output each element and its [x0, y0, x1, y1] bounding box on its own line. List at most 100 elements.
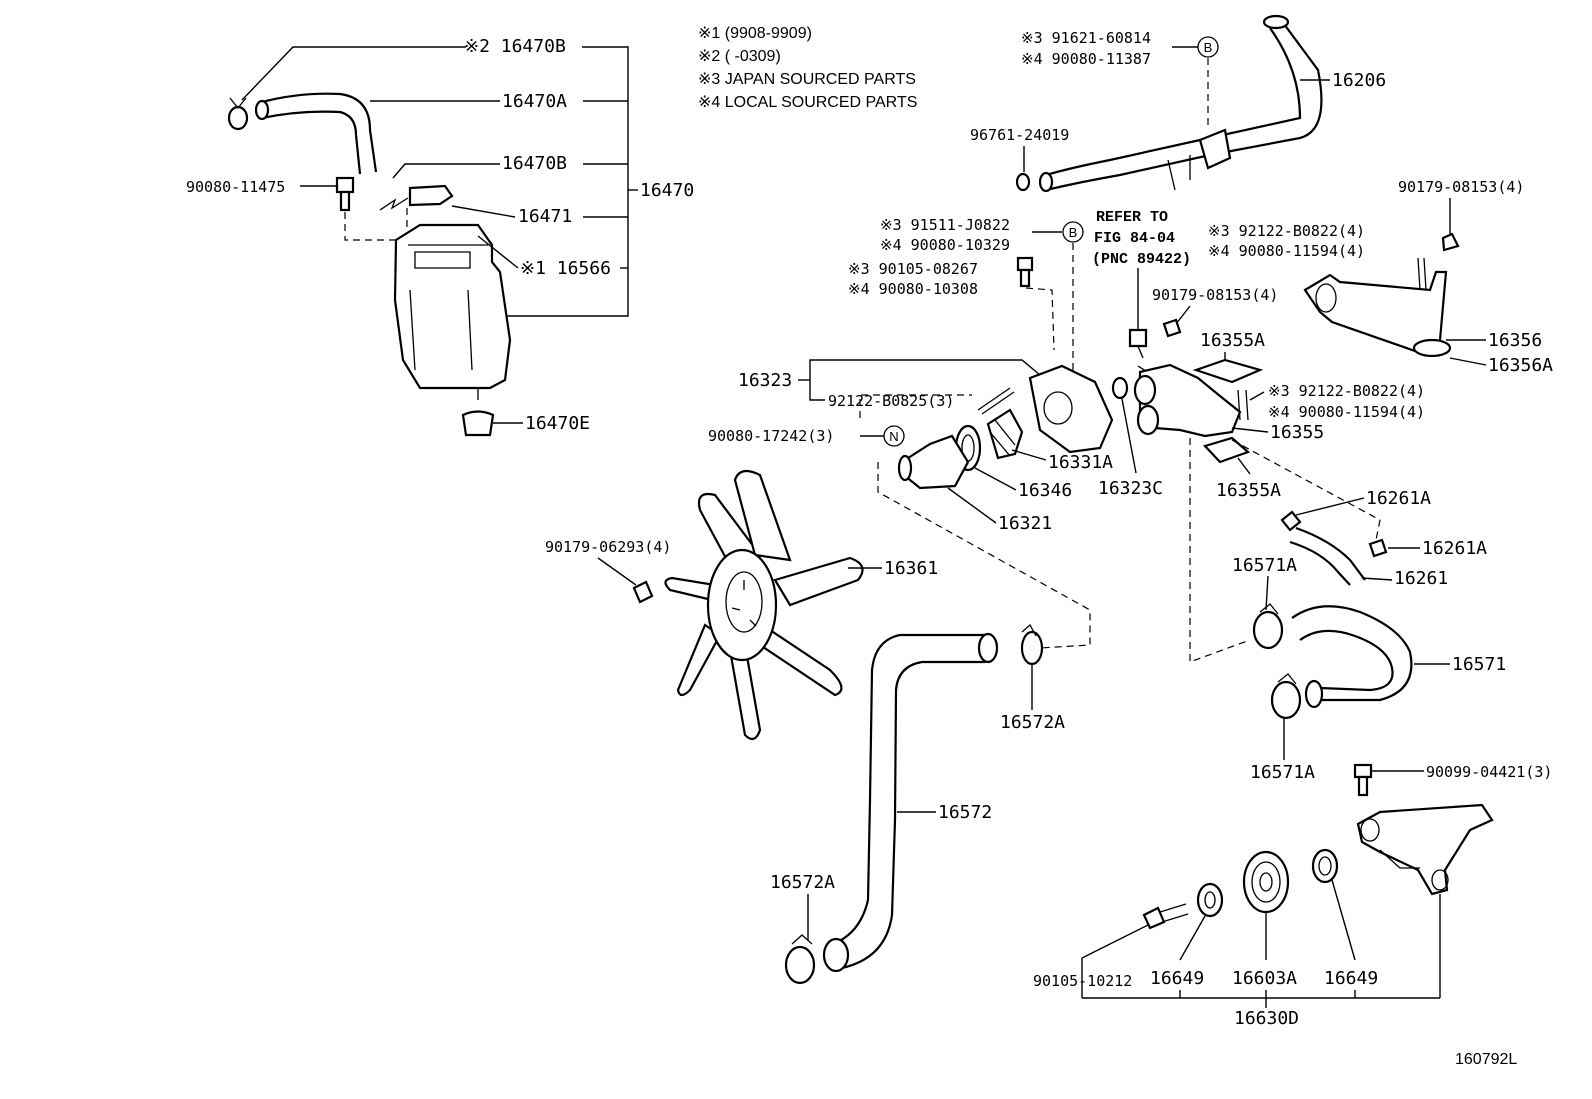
- bolt-90105-10212-shank: [1159, 903, 1189, 923]
- label-16471: 16471: [518, 206, 572, 227]
- label-91621: ※3 91621-60814: [1021, 29, 1151, 47]
- label-16571a-bot: 16571A: [1250, 762, 1315, 783]
- label-90179-08153-r: 90179-08153(4): [1398, 178, 1524, 196]
- label-90080-11594-top: ※4 90080-11594(4): [1208, 242, 1365, 260]
- hose-16572-group: 16572 16572A 16572A: [770, 623, 1065, 985]
- label-90080-10308: ※4 90080-10308: [848, 280, 978, 298]
- notes-block: ※1 (9908-9909) ※2 ( -0309) ※3 JAPAN SOUR…: [698, 25, 917, 111]
- stud-92122: [977, 387, 1015, 415]
- clamp-16572a-top-tab: [1021, 623, 1037, 637]
- leader-92122-b0825: [809, 382, 825, 401]
- clamp-16572a-bot-tab: [791, 934, 813, 945]
- clamp-16261a-r: [1368, 538, 1388, 558]
- hose-clip-tab: [229, 97, 247, 110]
- clamp-16261a-top: [1280, 510, 1302, 532]
- pulley-16603a-part: [1242, 850, 1290, 914]
- label-16572a-top: 16572A: [1000, 712, 1065, 733]
- leader-16649-l: [1179, 915, 1206, 961]
- dash-16355-to-16261a: [1231, 439, 1381, 541]
- gasket-16355a-bot: [1202, 436, 1251, 464]
- bolt-90105-head: [1016, 256, 1034, 272]
- dash-16355-to-16571a: [1189, 438, 1251, 663]
- pipe-16206-part: [1045, 27, 1302, 177]
- bracket-hole-1: [1360, 818, 1380, 842]
- label-16261: 16261: [1394, 568, 1448, 589]
- ref-b-top-text: B: [1204, 40, 1213, 55]
- bypass-pipe-16356: [1303, 270, 1448, 354]
- sensor-part: [1128, 328, 1148, 348]
- bolt-90099-shank: [1357, 775, 1369, 797]
- housing-16323-part: [1028, 364, 1114, 454]
- fan-hub-holes: [731, 580, 757, 627]
- hose-16571-outer: [1291, 605, 1413, 702]
- fan-blade-6: [676, 623, 722, 697]
- figure-id: 160792L: [1455, 1051, 1517, 1068]
- spacer-16649-left: [1196, 882, 1224, 918]
- leader-16470b-mid: [392, 163, 500, 179]
- bolt-90099-head: [1353, 763, 1373, 779]
- label-16470e: 16470E: [525, 413, 590, 434]
- leader-16356a: [1449, 357, 1487, 366]
- label-16355a-bot: 16355A: [1216, 480, 1281, 501]
- fan-hub-part: [706, 548, 778, 662]
- outlet-pipe-group: ※3 91621-60814 ※4 90080-11387 B 16206 96…: [970, 14, 1386, 193]
- bracket-16470: [412, 46, 629, 317]
- idler-bracket-part: [1356, 803, 1494, 896]
- label-90080-10329: ※4 90080-10329: [880, 236, 1010, 254]
- note-4: ※4 LOCAL SOURCED PARTS: [698, 94, 917, 111]
- ref-circle-b-top: [1197, 36, 1219, 58]
- o-ring-16323c: [1111, 376, 1129, 400]
- clamp-16572a-bot: [784, 945, 816, 985]
- bypass-port: [1315, 283, 1337, 313]
- hose-16470a-part: [261, 92, 378, 173]
- leader-16566: [477, 235, 519, 269]
- label-90105-10212: 90105-10212: [1033, 972, 1132, 990]
- tank-ribs: [409, 289, 473, 371]
- leader-16649-r: [1331, 879, 1356, 961]
- bracket-16323: [809, 359, 1041, 382]
- gasket-16355a-top: [1192, 358, 1264, 384]
- label-92122-mid: ※3 92122-B0822(4): [1268, 382, 1425, 400]
- label-16649-r: 16649: [1324, 968, 1378, 989]
- leader-16321: [947, 487, 997, 524]
- note-3: ※3 JAPAN SOURCED PARTS: [698, 71, 916, 88]
- refer-line-2: FIG 84-04: [1094, 230, 1175, 247]
- label-16323: 16323: [738, 370, 792, 391]
- cap-16471-part: [408, 184, 454, 207]
- hose-16572-end-bot: [822, 937, 850, 973]
- hose-16571-end: [1304, 679, 1324, 709]
- bolt-shank-part: [339, 190, 351, 212]
- gasket-16356a-part: [1412, 338, 1452, 358]
- nut-90179-m: [1162, 318, 1182, 338]
- label-90080-11594-mid: ※4 90080-11594(4): [1268, 403, 1425, 421]
- label-96761: 96761-24019: [970, 126, 1069, 144]
- label-16649-l: 16649: [1150, 968, 1204, 989]
- drain-cap-part: [461, 410, 495, 437]
- fan-hub-inner: [725, 571, 763, 633]
- clamp-part: [379, 197, 409, 211]
- hose-16470a-inner: [261, 110, 362, 175]
- label-92122-top: ※3 92122-B0822(4): [1208, 222, 1365, 240]
- dash-n: [859, 394, 972, 418]
- fan-blade-7: [664, 576, 717, 602]
- refer-line-3: (PNC 89422): [1092, 251, 1191, 268]
- reservoir-tank-part: [393, 223, 512, 390]
- ref-circle-n: [883, 425, 905, 447]
- hose-16261-upper: [1295, 526, 1366, 581]
- leader-16355: [1231, 427, 1269, 433]
- fan-blade-4: [758, 628, 843, 697]
- refer-line-1: REFER TO: [1096, 209, 1168, 226]
- o-ring-96761: [1015, 172, 1031, 192]
- label-90080-11387: ※4 90080-11387: [1021, 50, 1151, 68]
- label-91511: ※3 91511-J0822: [880, 216, 1010, 234]
- reservoir-assembly: [227, 46, 638, 437]
- thermostat-coils: [989, 419, 1016, 457]
- stud-92122-mid: [1237, 389, 1249, 421]
- housing-16355-port-1: [1133, 374, 1157, 406]
- label-16323c: 16323C: [1098, 478, 1163, 499]
- hose-16572-outer: [829, 633, 985, 947]
- sensor-group: REFER TO FIG 84-04 (PNC 89422): [1092, 209, 1191, 381]
- label-16361: 16361: [884, 558, 938, 579]
- pipe-bracket-part: [1198, 128, 1232, 170]
